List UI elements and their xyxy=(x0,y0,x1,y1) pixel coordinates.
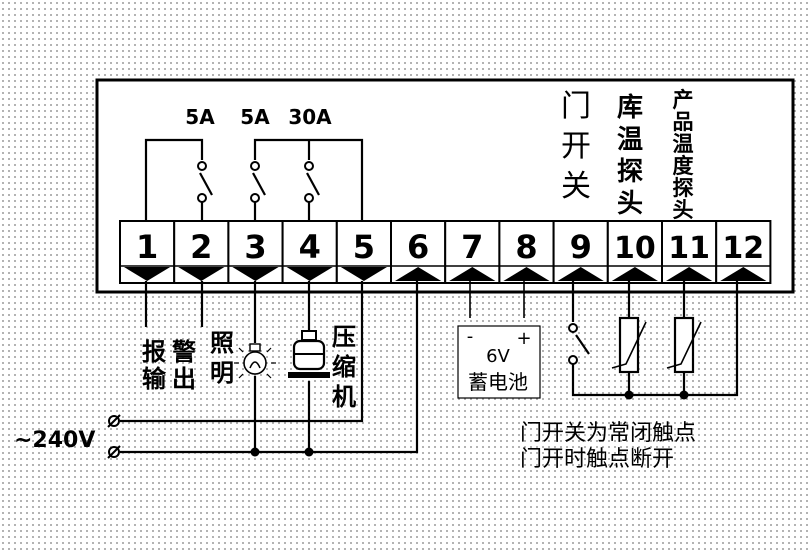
terminal-number-12: 12 xyxy=(722,231,764,266)
terminal-number-1: 1 xyxy=(136,228,158,266)
svg-text:度: 度 xyxy=(673,154,694,178)
terminal-number-11: 11 xyxy=(668,231,710,266)
svg-text:温: 温 xyxy=(673,132,694,156)
junction-dots xyxy=(250,390,689,457)
terminal-5: 5 xyxy=(335,220,392,284)
svg-text:探: 探 xyxy=(617,157,643,187)
terminal-7: 7 xyxy=(444,220,501,284)
terminal-6: 6 xyxy=(390,220,447,284)
supply-terminals xyxy=(107,414,121,459)
product-probe-thermistor xyxy=(666,316,702,374)
svg-text:警: 警 xyxy=(171,338,196,366)
battery-voltage: 6V xyxy=(486,346,510,367)
note-line-2: 门开时触点断开 xyxy=(520,447,674,472)
terminal-number-2: 2 xyxy=(190,228,212,266)
battery-plus: + xyxy=(516,328,531,349)
terminal-number-10: 10 xyxy=(614,231,656,266)
compressor-label: 压 缩 机 xyxy=(332,323,356,411)
terminal-number-7: 7 xyxy=(461,228,483,266)
battery-name: 蓄电池 xyxy=(468,370,528,394)
room-temp-probe-label: 库 温 探 头 xyxy=(617,93,643,219)
compressor-icon xyxy=(288,330,330,378)
room-probe-thermistor xyxy=(611,316,647,374)
battery: - + 6V 蓄电池 xyxy=(457,325,541,399)
terminal-1: 1 xyxy=(119,220,176,284)
terminal-10: 10 xyxy=(606,220,663,284)
svg-text:缩: 缩 xyxy=(332,353,356,381)
svg-text:照: 照 xyxy=(210,329,234,357)
lighting-label: 照 明 xyxy=(210,329,234,387)
svg-text:头: 头 xyxy=(617,189,643,219)
rating-terminal-4: 30A xyxy=(288,105,332,129)
terminal-number-4: 4 xyxy=(299,228,321,266)
terminal-number-8: 8 xyxy=(515,228,537,266)
svg-text:产: 产 xyxy=(673,88,694,112)
svg-text:压: 压 xyxy=(332,323,356,351)
terminal-11: 11 xyxy=(661,220,718,284)
svg-text:门: 门 xyxy=(561,89,591,124)
terminal-9: 9 xyxy=(552,220,609,284)
svg-text:输: 输 xyxy=(142,365,167,393)
svg-text:品: 品 xyxy=(673,110,694,134)
terminal-12: 12 xyxy=(715,220,772,284)
svg-text:关: 关 xyxy=(561,169,591,204)
svg-text:出: 出 xyxy=(172,365,196,393)
svg-text:机: 机 xyxy=(332,383,356,411)
note-line-1: 门开关为常闭触点 xyxy=(520,421,696,446)
alarm-output-label: 报 输 警 出 xyxy=(142,338,196,393)
terminal-number-6: 6 xyxy=(407,228,429,266)
svg-text:明: 明 xyxy=(210,359,234,387)
terminal-4: 4 xyxy=(281,220,338,284)
lamp-icon xyxy=(234,343,276,379)
door-switch-label: 门 开 关 xyxy=(561,89,591,204)
rating-terminal-3: 5A xyxy=(240,105,270,129)
product-temp-probe-label: 产 品 温 度 探 头 xyxy=(673,88,694,222)
terminal-2: 2 xyxy=(173,220,230,284)
svg-text:探: 探 xyxy=(673,176,694,200)
svg-text:温: 温 xyxy=(617,125,643,155)
terminal-number-5: 5 xyxy=(353,228,375,266)
svg-text:报: 报 xyxy=(142,338,166,366)
svg-text:头: 头 xyxy=(673,198,694,222)
supply-voltage-label: ~240V xyxy=(14,428,95,453)
svg-text:开: 开 xyxy=(561,129,591,164)
terminal-number-9: 9 xyxy=(570,228,592,266)
rating-terminal-2: 5A xyxy=(185,105,215,129)
terminal-number-3: 3 xyxy=(244,228,266,266)
terminal-8: 8 xyxy=(498,220,555,284)
relay-contacts xyxy=(144,138,364,221)
svg-text:库: 库 xyxy=(617,93,643,123)
terminal-3: 3 xyxy=(227,220,284,284)
battery-minus: - xyxy=(467,326,474,347)
